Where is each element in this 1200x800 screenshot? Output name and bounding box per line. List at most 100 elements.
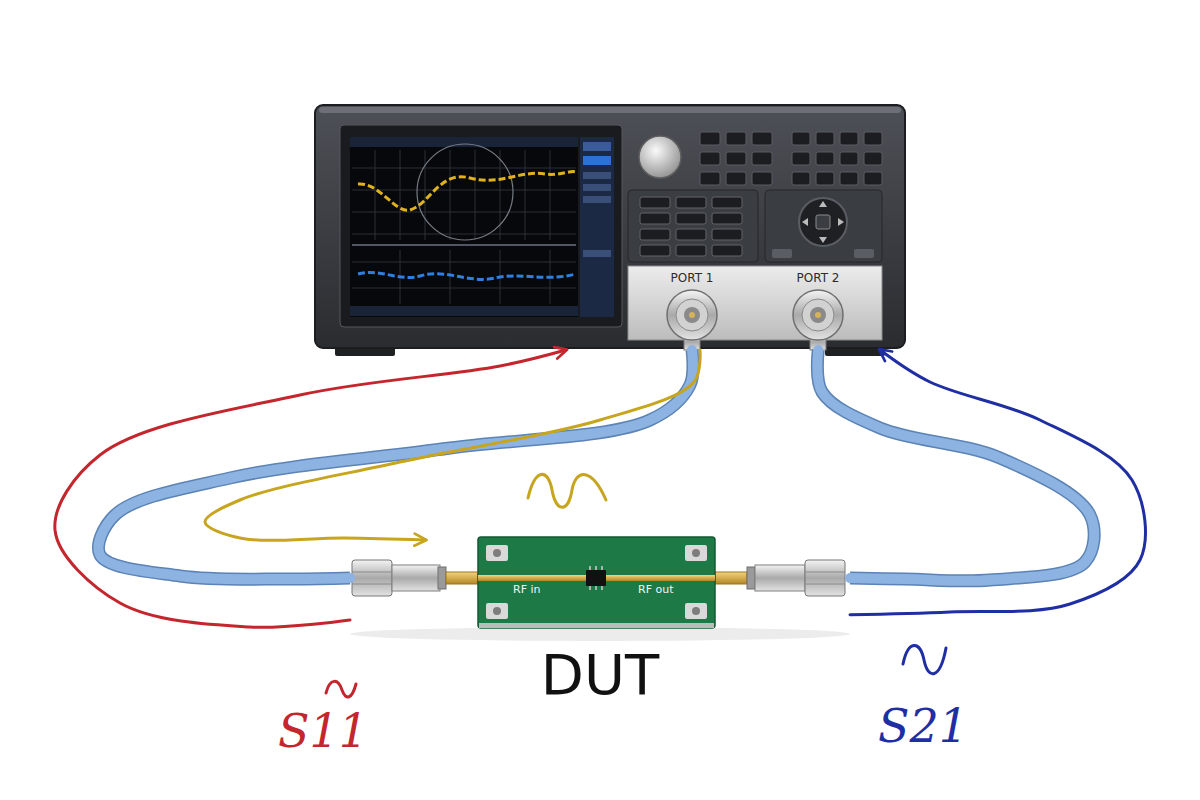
port-connector	[815, 312, 821, 318]
network-analyzer	[319, 107, 901, 113]
analyzer-screen	[583, 156, 611, 165]
sma-connector	[747, 567, 755, 589]
sma-connector	[446, 572, 478, 584]
keypad	[792, 132, 810, 145]
keypad	[700, 152, 720, 165]
navigation-pad	[838, 218, 844, 226]
mounting-pad	[685, 545, 707, 561]
reflection-arrow	[55, 350, 566, 627]
pin-label: RF out	[638, 584, 673, 597]
analyzer-screen	[583, 196, 611, 203]
analyzer-screen	[352, 288, 576, 289]
analyzer-screen	[450, 250, 451, 304]
mounting-pad	[486, 603, 508, 619]
cable-outline	[98, 350, 693, 579]
analyzer-screen	[358, 172, 576, 211]
port-connector	[802, 299, 834, 331]
analyzer-screen	[350, 306, 578, 316]
sma-connector	[392, 565, 440, 591]
network-analyzer	[315, 105, 905, 348]
analyzer-screen	[550, 150, 551, 240]
analyzer-screen	[358, 272, 576, 279]
analyzer-screen	[475, 150, 476, 240]
analyzer-screen	[340, 125, 622, 327]
analyzer-screen	[352, 244, 576, 246]
ic-chip	[586, 570, 606, 586]
number-keypad	[640, 229, 670, 240]
analyzer-screen	[500, 150, 501, 240]
keypad	[726, 152, 746, 165]
port-connector	[689, 312, 695, 318]
number-keypad	[640, 213, 670, 224]
navigation-pad	[772, 249, 792, 258]
keypad	[816, 172, 834, 185]
keypad	[864, 172, 882, 185]
analyzer-screen	[583, 184, 611, 191]
network-analyzer	[315, 105, 905, 356]
navigation-pad	[819, 237, 827, 243]
keypad	[752, 172, 772, 185]
number-keypad	[712, 197, 742, 208]
ic-chip	[601, 586, 603, 590]
number-keypad	[628, 190, 758, 262]
ic-chip	[595, 566, 597, 570]
navigation-pad	[799, 198, 847, 246]
number-keypad	[676, 213, 706, 224]
analyzer-screen	[425, 150, 426, 240]
analyzer-screen	[450, 150, 451, 240]
sma-connector	[352, 572, 392, 573]
keypad	[752, 152, 772, 165]
keypad	[792, 152, 810, 165]
number-keypad	[676, 229, 706, 240]
control-knob	[639, 136, 681, 178]
keypad	[752, 132, 772, 145]
s-parameter-label: S11	[278, 705, 368, 758]
control-knob	[639, 136, 681, 178]
wave-symbol	[528, 474, 606, 507]
keypad	[840, 172, 858, 185]
analyzer-screen	[583, 172, 611, 179]
number-keypad	[640, 197, 670, 208]
dut-board	[350, 537, 850, 641]
keypad	[816, 132, 834, 145]
analyzer-screen	[583, 250, 611, 257]
keypad	[700, 132, 882, 185]
sma-connector	[805, 584, 845, 585]
cable-outline	[817, 350, 1094, 581]
navigation-pad	[765, 190, 882, 262]
keypad	[864, 132, 882, 145]
port-label: PORT 1	[652, 272, 732, 286]
keypad	[700, 172, 720, 185]
port-connector	[667, 290, 717, 340]
analyzer-screen	[352, 150, 576, 304]
mounting-pad	[493, 607, 501, 615]
cable-outline-group	[98, 350, 1094, 581]
sma-connector	[352, 560, 392, 596]
navigation-pad	[765, 190, 882, 262]
analyzer-screen	[352, 168, 576, 169]
ic-chip	[595, 586, 597, 590]
wave-symbol	[903, 645, 946, 673]
port-connector	[667, 290, 843, 350]
port-panel	[628, 266, 882, 340]
analyzer-screen	[580, 137, 614, 317]
keypad	[726, 172, 746, 185]
number-keypad	[712, 229, 742, 240]
analyzer-screen	[350, 137, 578, 317]
network-analyzer: PORT 1 PORT 2	[315, 105, 905, 350]
incident-arrow	[205, 350, 700, 540]
analyzer-screen	[350, 137, 578, 147]
number-keypad	[628, 190, 758, 262]
port-label: PORT 2	[778, 272, 858, 286]
keypad	[864, 152, 882, 165]
dut-board	[478, 537, 715, 628]
keypad	[840, 152, 858, 165]
dut-title: DUT	[350, 643, 850, 707]
ic-chip	[601, 566, 603, 570]
sma-connector	[805, 560, 845, 596]
analyzer-screen	[400, 150, 401, 240]
number-keypad	[640, 197, 742, 256]
number-keypad	[676, 197, 706, 208]
